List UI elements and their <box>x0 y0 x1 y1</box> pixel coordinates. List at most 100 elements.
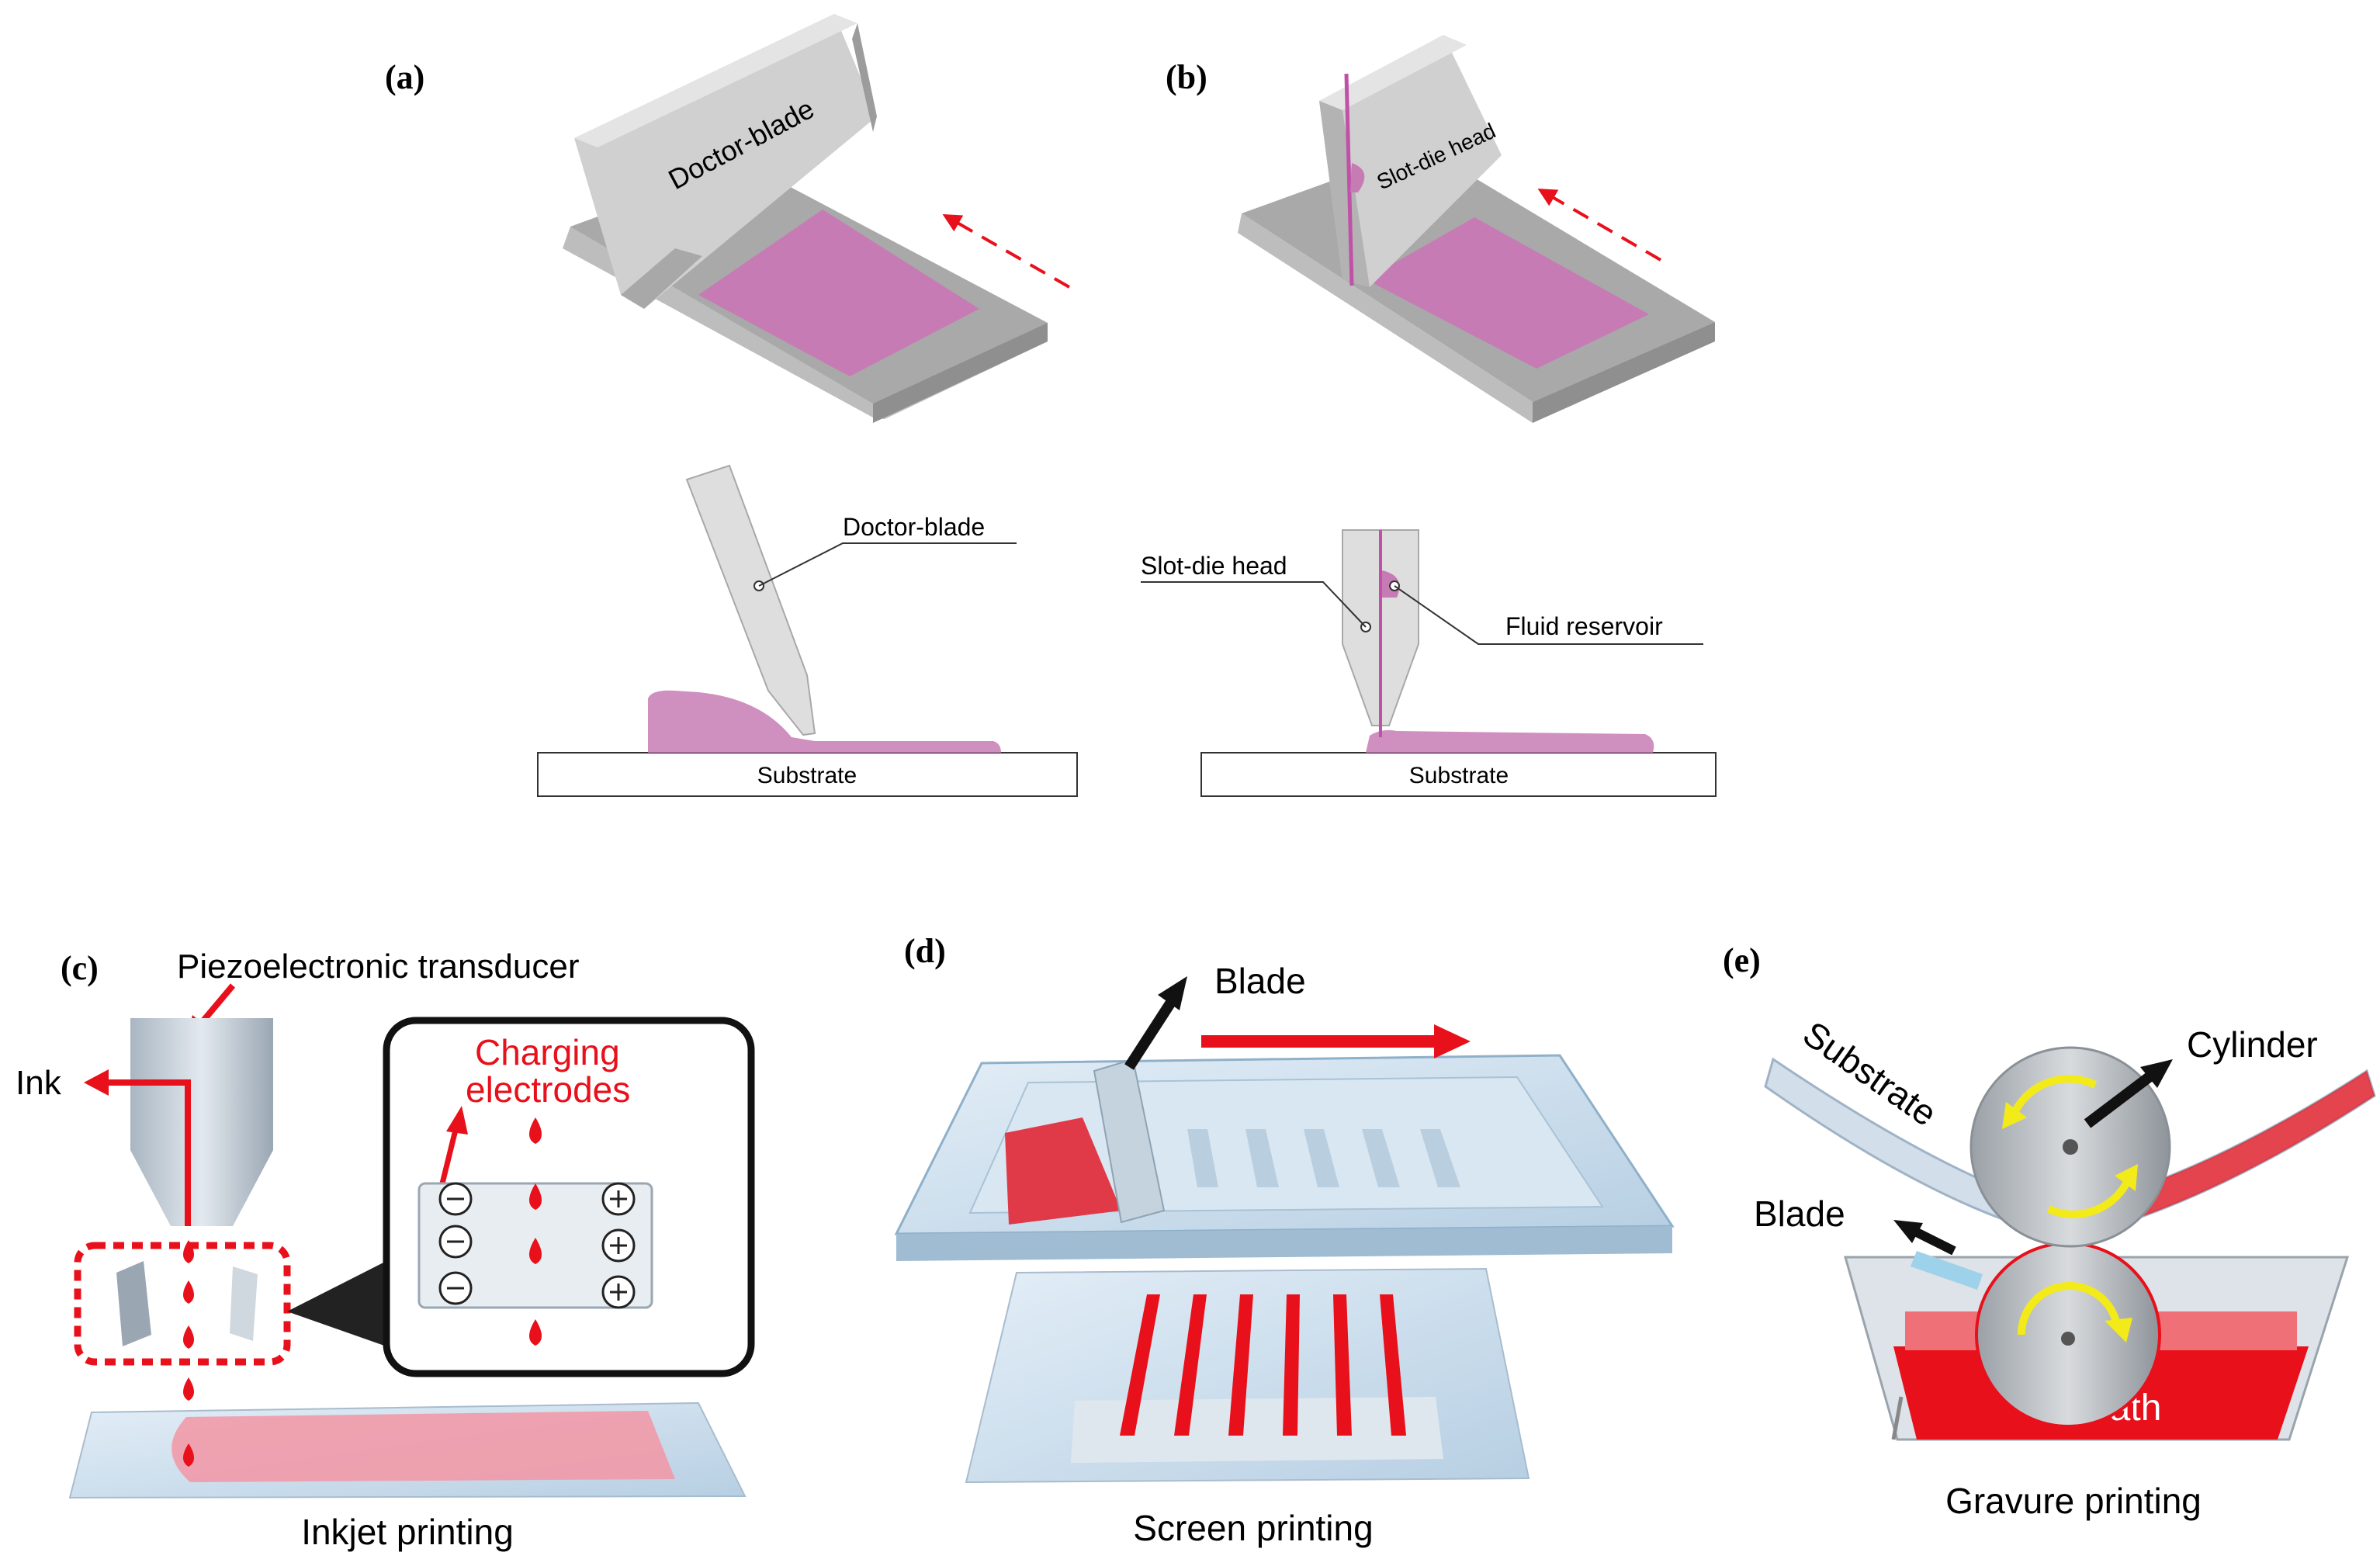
screen-frame-edge <box>896 1226 1672 1261</box>
printhead-nozzle <box>130 1150 273 1226</box>
substrate-label-b: Substrate <box>1409 763 1509 788</box>
printed-line <box>1283 1294 1300 1436</box>
rotation-arrow-icon <box>2046 1181 2130 1218</box>
arrow-icon <box>1914 1228 1956 1256</box>
mesh-slot <box>1245 1129 1279 1187</box>
substrate-web-inked <box>2118 1071 2375 1225</box>
dashed-arrow-icon <box>942 214 1070 289</box>
rotation-arrow-icon <box>2002 1102 2027 1129</box>
printed-line <box>1120 1294 1160 1436</box>
rotation-arrow-icon <box>2105 1318 2132 1343</box>
cylinder-axle-upper <box>2063 1139 2078 1155</box>
charging-zone-box <box>74 1242 291 1366</box>
panel-a: (a) Doctor-blade Substrate Doctor-blade <box>385 14 1078 797</box>
mesh-slot <box>1187 1129 1218 1187</box>
mesh-slot <box>1362 1129 1400 1187</box>
plus-circle-icon <box>601 1228 636 1263</box>
doctor-blade-edge <box>852 23 877 132</box>
panel-b-letter: (b) <box>1166 58 1207 96</box>
arrow-icon <box>446 1106 468 1135</box>
mesh-slot <box>1420 1129 1460 1187</box>
cylinder-label: Cylinder <box>2187 1024 2318 1065</box>
arrow-icon <box>1158 976 1187 1010</box>
drop-icon <box>183 1443 194 1467</box>
drop-icon <box>183 1325 194 1349</box>
coated-film-b <box>1366 217 1649 369</box>
drop-icon <box>529 1183 542 1210</box>
printed-ink-film <box>171 1411 676 1482</box>
plus-circle-icon <box>601 1182 636 1216</box>
callout-line-reservoir <box>1394 585 1703 645</box>
arrow-icon <box>197 983 236 1027</box>
panel-e-letter: (e) <box>1723 941 1761 979</box>
substrate-plate-side <box>873 323 1048 423</box>
drop-icon <box>529 1238 542 1264</box>
panel-a-letter: (a) <box>385 58 424 96</box>
mesh-slot <box>1304 1129 1339 1187</box>
substrate-label-a: Substrate <box>757 763 857 788</box>
printed-line <box>1174 1294 1207 1436</box>
slot-die-front <box>1319 101 1370 287</box>
panel-d: (d) Blade Screen printing <box>894 932 1675 1548</box>
electrode-left <box>116 1261 151 1346</box>
callout-line-a <box>758 542 1017 587</box>
dashed-arrow-icon <box>1537 188 1662 262</box>
gravure-doctor-blade <box>1911 1251 1983 1290</box>
blade-label-d: Blade <box>1214 961 1306 1001</box>
fluid-film-b <box>1366 729 1654 753</box>
panel-c-letter: (c) <box>61 949 99 987</box>
arrow-icon <box>1434 1024 1471 1058</box>
screen-caption: Screen printing <box>1133 1508 1373 1548</box>
roller-axle-lower <box>2061 1332 2075 1346</box>
doctor-blade-callout: Doctor-blade <box>843 513 985 541</box>
fluid-profile-a <box>648 690 1001 753</box>
arrow-icon <box>2140 1059 2173 1088</box>
arrow-icon <box>1124 998 1176 1070</box>
rotation-arrow-icon <box>2115 1164 2138 1191</box>
reservoir-3d <box>1350 163 1365 192</box>
fluid-reservoir-callout: Fluid reservoir <box>1505 612 1663 640</box>
minus-circle-icon <box>438 1225 473 1259</box>
ink-channel <box>109 1079 191 1226</box>
coated-film <box>698 210 979 376</box>
substrate-bar-a <box>537 752 1078 797</box>
panel-b: (b) Slot-die head Substrate Slot-die hea… <box>1141 35 1717 797</box>
slot-line-3d <box>1344 73 1354 286</box>
panel-e: (e) Ink bath Substrate Cylinder Blade Gr… <box>1723 941 2376 1521</box>
ink-label: Ink <box>16 1064 62 1102</box>
doctor-blade-section <box>685 464 816 736</box>
callout-pointer <box>287 1261 386 1346</box>
plus-circle-icon <box>601 1275 636 1309</box>
drop-icon <box>183 1377 194 1401</box>
tray-leg <box>1891 1396 1904 1440</box>
panel-c: (c) Piezoelectronic transducer Ink Charg… <box>16 948 755 1552</box>
transducer-label: Piezoelectronic transducer <box>177 948 579 986</box>
doctor-blade-body <box>574 14 877 309</box>
drop-icon <box>529 1117 542 1144</box>
substrate-plate-side-b <box>1238 213 1533 423</box>
gravure-caption: Gravure printing <box>1945 1481 2202 1521</box>
rotation-arrow-icon <box>2012 1075 2098 1112</box>
panel-d-letter: (d) <box>904 932 946 970</box>
charging-label-line1: Charging <box>475 1032 620 1072</box>
squeegee-blade <box>1093 1058 1166 1224</box>
arrow-icon <box>439 1126 459 1184</box>
minus-circle-icon <box>438 1271 473 1305</box>
drop-icon <box>183 1280 194 1304</box>
drop-icon <box>529 1319 542 1346</box>
electrode-right <box>230 1266 258 1341</box>
ink-paste <box>1005 1117 1121 1225</box>
doctor-blade-top <box>574 14 857 147</box>
rotation-arrow-icon <box>2017 1282 2121 1336</box>
blade-label-e: Blade <box>1754 1194 1845 1234</box>
arrow-icon <box>2084 1071 2155 1128</box>
callout-line-head <box>1141 581 1367 628</box>
doctor-blade-foot <box>621 248 702 309</box>
slot-die-top <box>1319 35 1467 110</box>
arrow-icon <box>1893 1220 1923 1243</box>
charging-label-line2: electrodes <box>466 1069 630 1110</box>
arrow-icon <box>84 1069 109 1096</box>
minus-circle-icon <box>438 1182 473 1216</box>
inkjet-caption: Inkjet printing <box>301 1512 514 1552</box>
